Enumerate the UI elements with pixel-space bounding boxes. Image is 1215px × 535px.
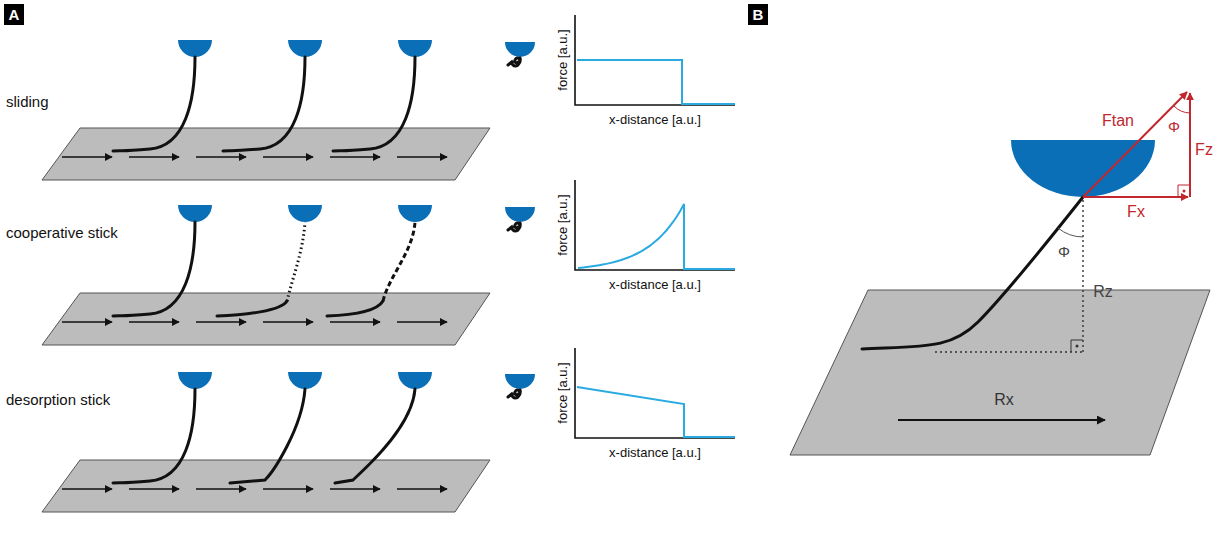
coiled-polymer (508, 58, 520, 66)
panel-letter: A (4, 4, 24, 25)
right-angle (1071, 340, 1083, 352)
coiled-polymer (508, 390, 520, 398)
surface-plane (42, 293, 490, 345)
motion-arrow (129, 488, 179, 490)
motion-arrow (330, 488, 380, 490)
force-x (1083, 196, 1188, 198)
motion-arrow (397, 156, 447, 158)
polymer-chain (113, 389, 195, 483)
angle-arc (1174, 106, 1190, 113)
plot-axes (575, 348, 735, 438)
right-angle (1178, 185, 1190, 197)
motion-arrow (397, 488, 447, 490)
plot-axes (575, 180, 735, 270)
force-curve (578, 204, 735, 269)
angle-label: Φ (1168, 119, 1180, 136)
force-curve (577, 60, 735, 104)
distance-label: Rz (1093, 283, 1113, 301)
afm-tip (398, 205, 432, 222)
motion-arrow (330, 156, 380, 158)
motion-arrow (898, 419, 1105, 421)
motion-arrow (129, 321, 179, 323)
afm-tip (505, 42, 535, 57)
afm-tip (1011, 140, 1155, 197)
right-angle-dot (1076, 345, 1079, 348)
axis-label: x-distance [a.u.] (609, 278, 701, 292)
motion-arrow (62, 488, 112, 490)
desorbing-polymer (230, 389, 305, 483)
rz-guide (1082, 200, 1083, 352)
motion-arrow (263, 156, 313, 158)
mode-label: desorption stick (6, 392, 110, 409)
motion-arrow (196, 321, 246, 323)
polymer-chain (333, 57, 415, 151)
axis-label: force [a.u.] (556, 362, 570, 423)
polymer-chain (223, 57, 305, 151)
force-tangential (1083, 92, 1187, 197)
motion-arrow (129, 156, 179, 158)
motion-arrow (62, 321, 112, 323)
force-curve (577, 387, 735, 437)
axis-label: x-distance [a.u.] (609, 446, 701, 460)
mode-label: sliding (6, 94, 49, 111)
motion-arrow (263, 321, 313, 323)
motion-arrow (196, 156, 246, 158)
plot-axes (575, 15, 735, 105)
afm-tip (288, 372, 322, 389)
force-label: Fx (1127, 203, 1145, 221)
polymer-chain (217, 301, 287, 316)
mode-label: cooperative stick (6, 225, 118, 242)
afm-tip (178, 372, 212, 389)
axis-label: x-distance [a.u.] (609, 113, 701, 127)
polymer-chain (113, 222, 195, 316)
stretched-polymer (287, 222, 305, 301)
motion-arrow (330, 321, 380, 323)
surface-plane (790, 290, 1210, 455)
polymer-chain (113, 57, 195, 151)
afm-tip (178, 205, 212, 222)
coiled-polymer (508, 223, 520, 231)
angle-arc (1058, 228, 1083, 237)
stretched-polymer (383, 222, 415, 301)
afm-tip (288, 40, 322, 57)
angle-label: Φ (1058, 244, 1070, 261)
surface-plane (42, 460, 490, 512)
motion-arrow (263, 488, 313, 490)
afm-tip (398, 40, 432, 57)
panel-label: B (753, 7, 764, 22)
afm-tip (398, 372, 432, 389)
axis-label: force [a.u.] (556, 194, 570, 255)
panel-label: A (9, 7, 20, 22)
panel-letter: B (748, 4, 768, 25)
afm-tip (505, 374, 535, 389)
force-z (1189, 93, 1191, 197)
afm-tip (505, 207, 535, 222)
afm-tip (288, 205, 322, 222)
motion-arrow (196, 488, 246, 490)
distance-label: Rx (994, 391, 1014, 409)
polymer-chain (862, 197, 1083, 349)
polymer-chain (327, 301, 383, 316)
force-label: Ftan (1102, 112, 1134, 130)
force-label: Fz (1195, 141, 1213, 159)
motion-arrow (397, 321, 447, 323)
rx-guide (935, 351, 1083, 352)
surface-plane (42, 128, 490, 180)
right-angle-dot (1183, 190, 1186, 193)
axis-label: force [a.u.] (556, 29, 570, 90)
desorbing-polymer (335, 389, 415, 483)
afm-tip (178, 40, 212, 57)
motion-arrow (62, 156, 112, 158)
